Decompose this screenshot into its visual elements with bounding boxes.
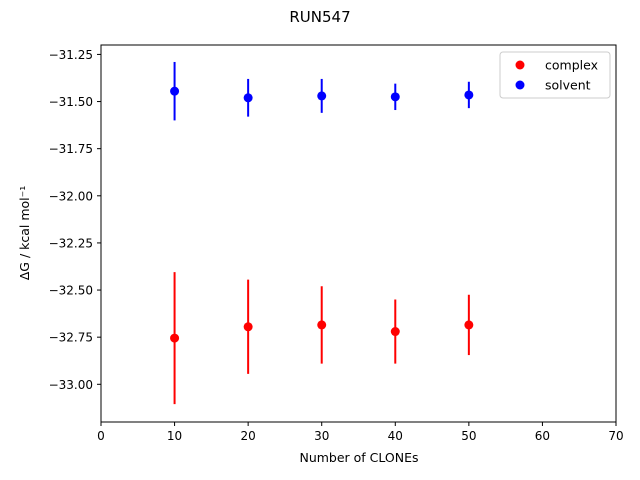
solvent-data-point	[464, 90, 474, 100]
complex-data-point	[390, 327, 400, 337]
y-axis: −31.25 −31.50 −31.75 −32.00 −32.25 −32.50 −32.…	[49, 48, 101, 392]
complex-data-point	[464, 320, 474, 330]
x-tick-label: 40	[388, 429, 403, 443]
solvent-data-point	[243, 93, 253, 103]
y-tick-label: −31.50	[49, 95, 93, 109]
x-axis-label: Number of CLONEs	[299, 450, 418, 465]
legend: complex solvent	[499, 51, 611, 99]
x-tick-label: 70	[608, 429, 623, 443]
legend-label-solvent: solvent	[545, 78, 591, 93]
y-tick-label: −32.50	[49, 284, 93, 298]
y-tick-label: −31.25	[49, 48, 93, 62]
y-tick-label: −32.25	[49, 236, 93, 250]
x-tick-label: 0	[97, 429, 105, 443]
legend-marker-solvent	[515, 80, 525, 90]
y-tick-label: −33.00	[49, 378, 93, 392]
y-tick-label: −31.75	[49, 142, 93, 156]
y-tick-label: −32.75	[49, 331, 93, 345]
solvent-data-point	[170, 86, 180, 96]
legend-label-complex: complex	[545, 58, 598, 73]
x-tick-label: 50	[461, 429, 476, 443]
complex-data-point	[243, 322, 253, 332]
complex-data-point	[170, 333, 180, 343]
axes-frame	[100, 44, 617, 423]
complex-data-point	[317, 320, 327, 330]
y-axis-label: ΔG / kcal mol⁻¹	[17, 186, 32, 281]
x-axis: 0 10 20 30 40 50 60 70	[97, 422, 624, 443]
x-tick-label: 60	[535, 429, 550, 443]
x-tick-label: 20	[241, 429, 256, 443]
solvent-data-point	[390, 92, 400, 102]
legend-marker-complex	[515, 60, 525, 70]
chart-title: RUN547	[289, 8, 350, 26]
legend-box	[499, 51, 611, 99]
plot-area	[170, 61, 474, 405]
x-tick-label: 30	[314, 429, 329, 443]
x-tick-label: 10	[167, 429, 182, 443]
solvent-data-point	[317, 91, 327, 101]
y-tick-label: −32.00	[49, 189, 93, 203]
